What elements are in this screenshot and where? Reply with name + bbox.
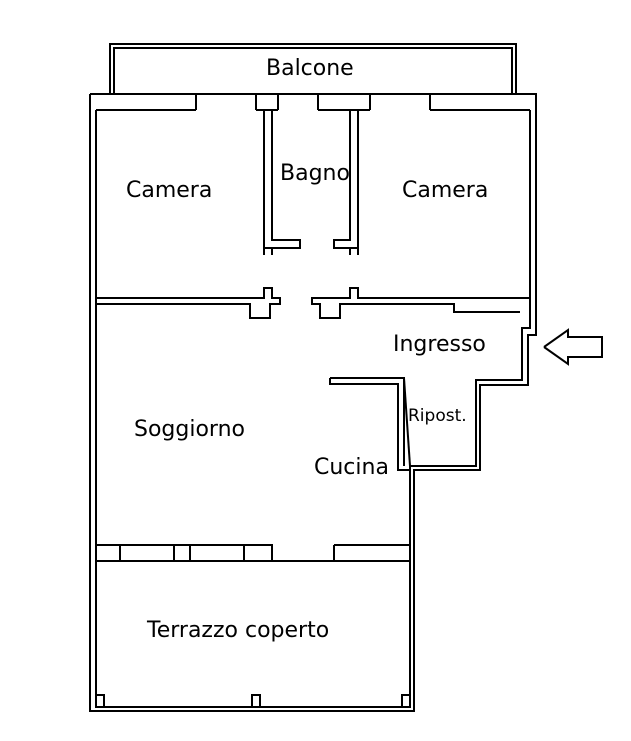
room-label-ingresso: Ingresso xyxy=(393,332,486,357)
balcony-walls xyxy=(109,43,517,94)
kitchen-walls xyxy=(329,377,411,471)
room-label-camera-right: Camera xyxy=(402,178,489,203)
room-label-ripostiglio: Ripost. xyxy=(408,406,467,426)
room-label-camera-left: Camera xyxy=(126,178,213,203)
middle-walls xyxy=(96,287,530,319)
room-label-soggiorno: Soggiorno xyxy=(134,417,245,442)
room-label-terrazzo: Terrazzo coperto xyxy=(147,618,330,643)
terrace-walls xyxy=(95,544,411,708)
bathroom-walls xyxy=(263,110,359,255)
arrow-left-icon xyxy=(543,328,603,366)
room-label-cucina: Cucina xyxy=(314,455,389,480)
room-label-bagno: Bagno xyxy=(280,161,350,186)
room-label-balcone: Balcone xyxy=(266,56,354,81)
